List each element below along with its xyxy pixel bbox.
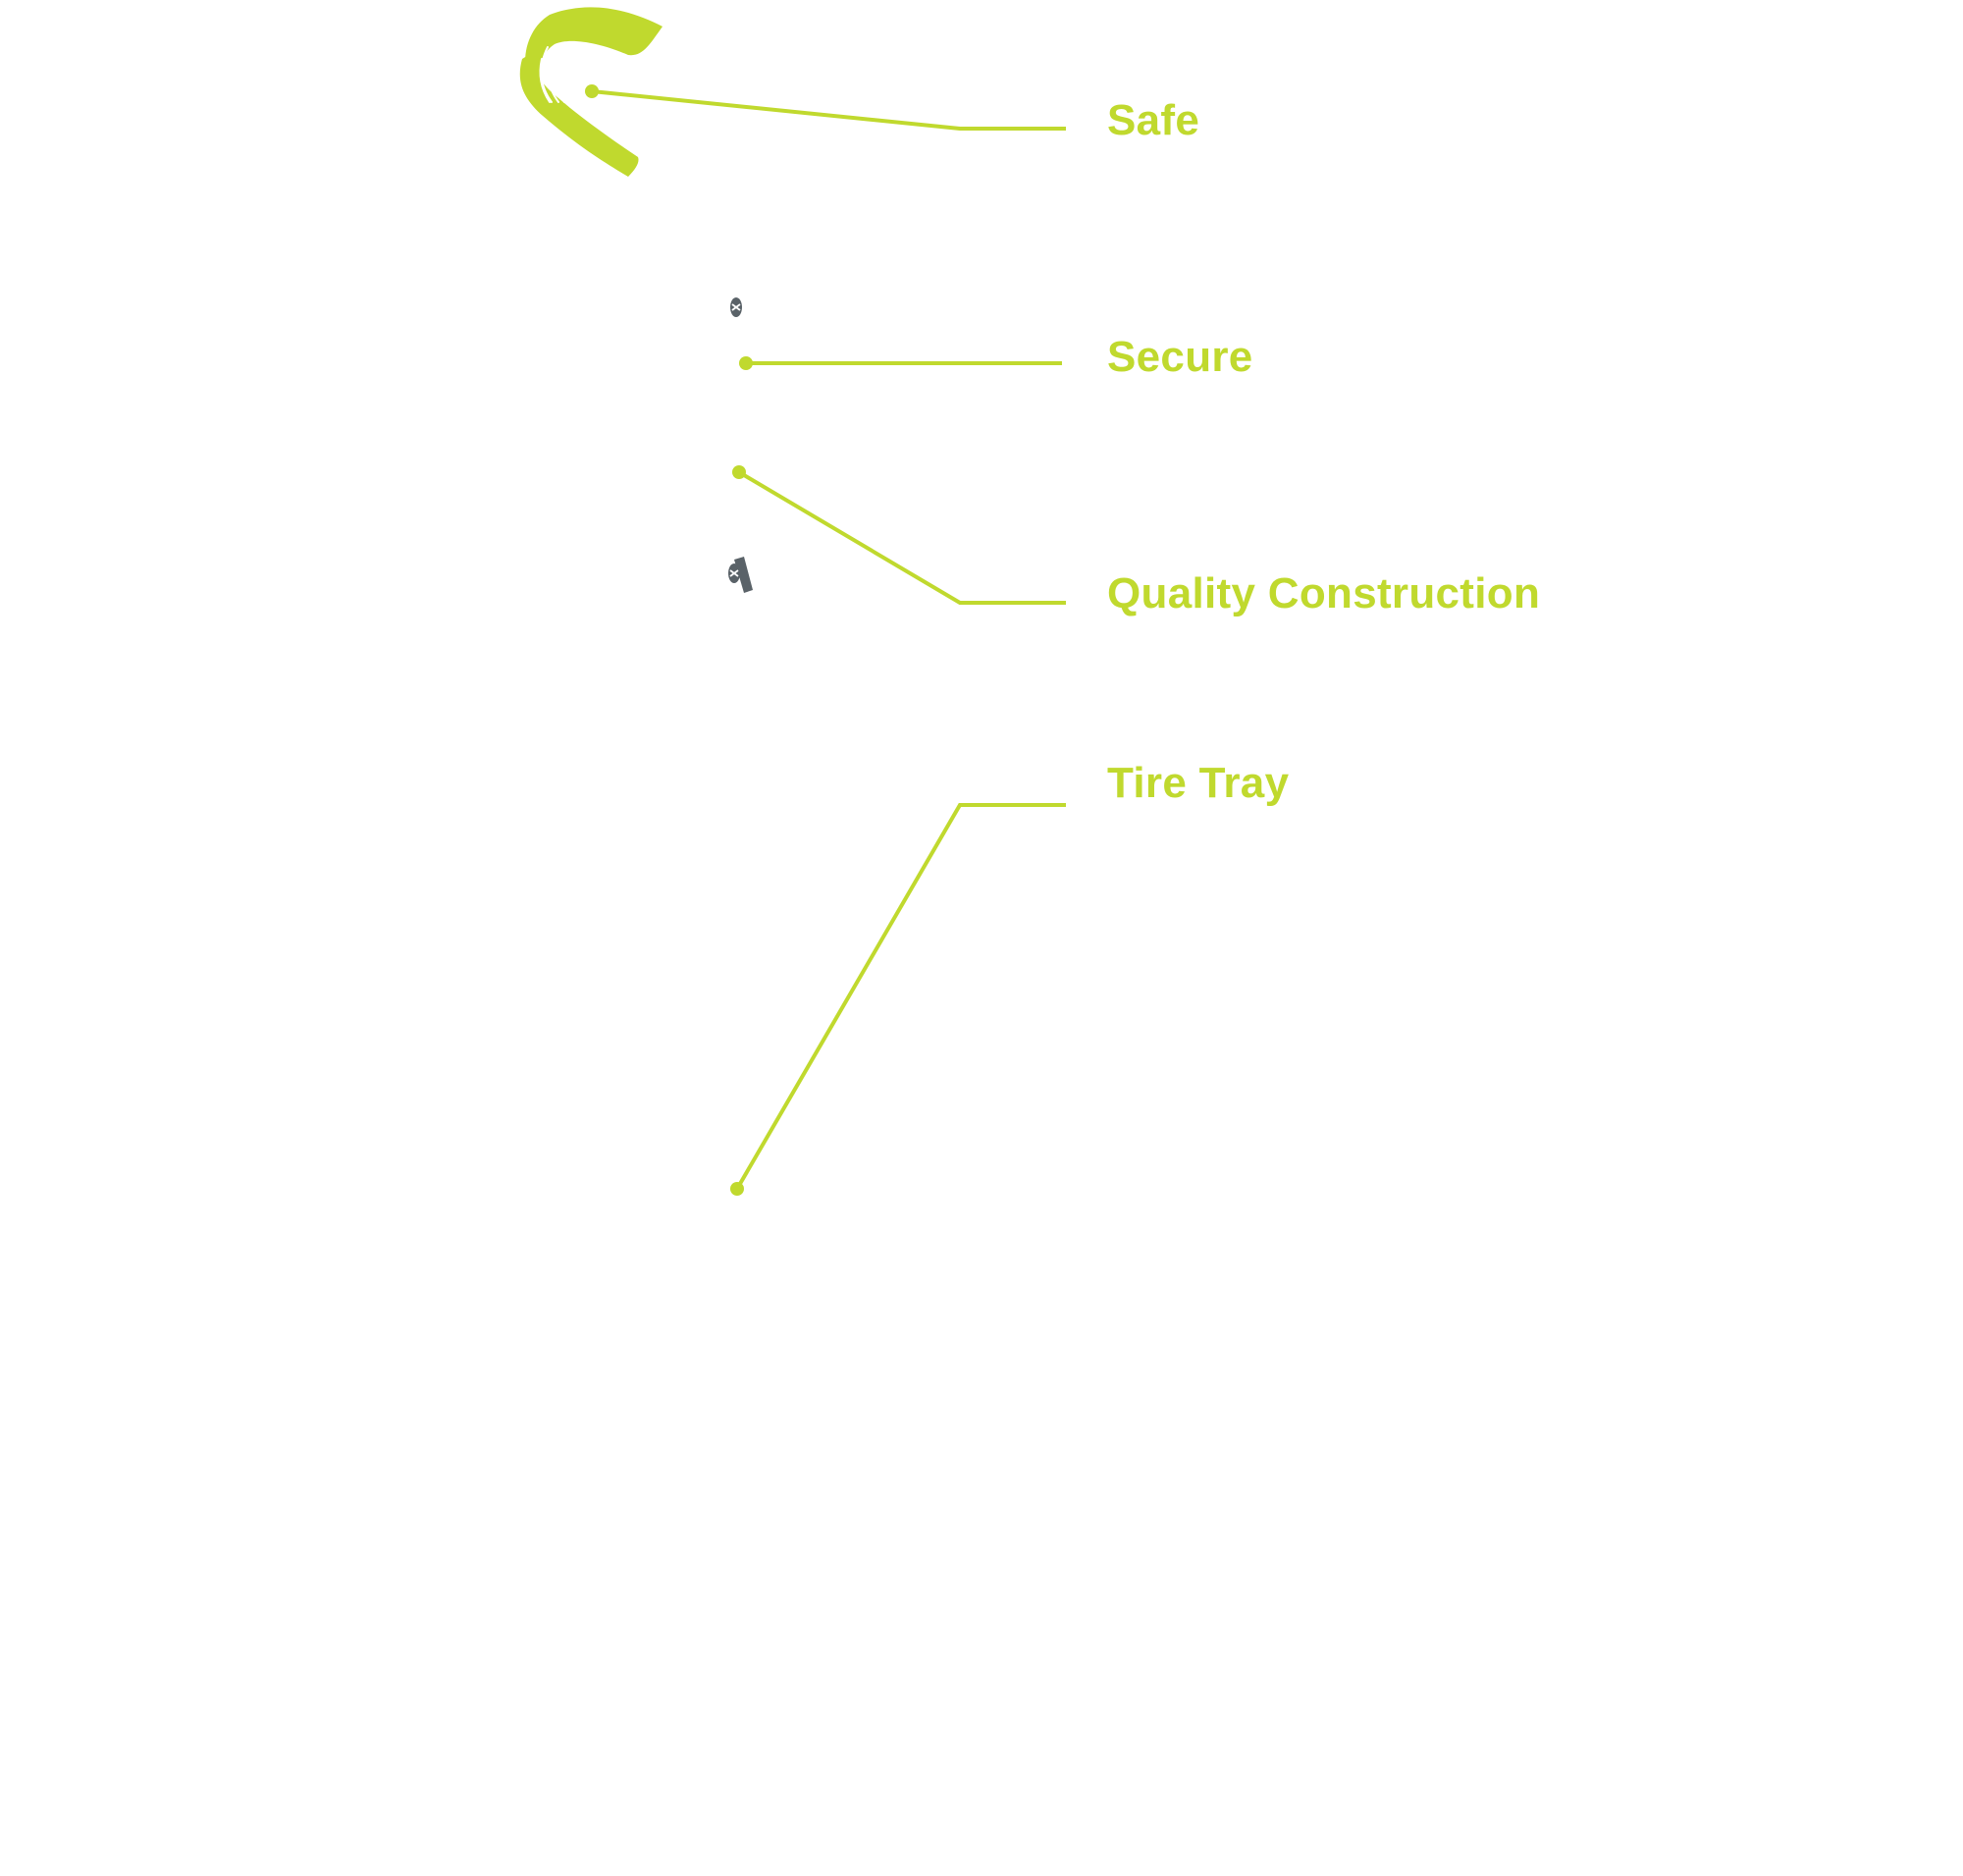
leader-line-quality	[732, 465, 1066, 605]
anchor-dot-safe	[585, 84, 599, 98]
anchor-dot-secure	[739, 356, 753, 370]
screw-icon	[730, 297, 742, 317]
bracket-screw-icon	[728, 557, 753, 593]
leader-line-tire	[730, 803, 1066, 1196]
leader-line-safe	[585, 84, 1066, 131]
anchor-dot-quality	[732, 465, 746, 479]
callout-label-tire-tray: Tire Tray	[1107, 759, 1290, 807]
anchor-dot-tire	[730, 1182, 744, 1196]
leader-line-secure	[739, 356, 1062, 370]
bike-hook-icon	[519, 7, 663, 177]
callout-label-quality-construction: Quality Construction	[1107, 569, 1541, 617]
callout-label-safe: Safe	[1107, 96, 1200, 144]
callout-label-secure: Secure	[1107, 333, 1253, 381]
